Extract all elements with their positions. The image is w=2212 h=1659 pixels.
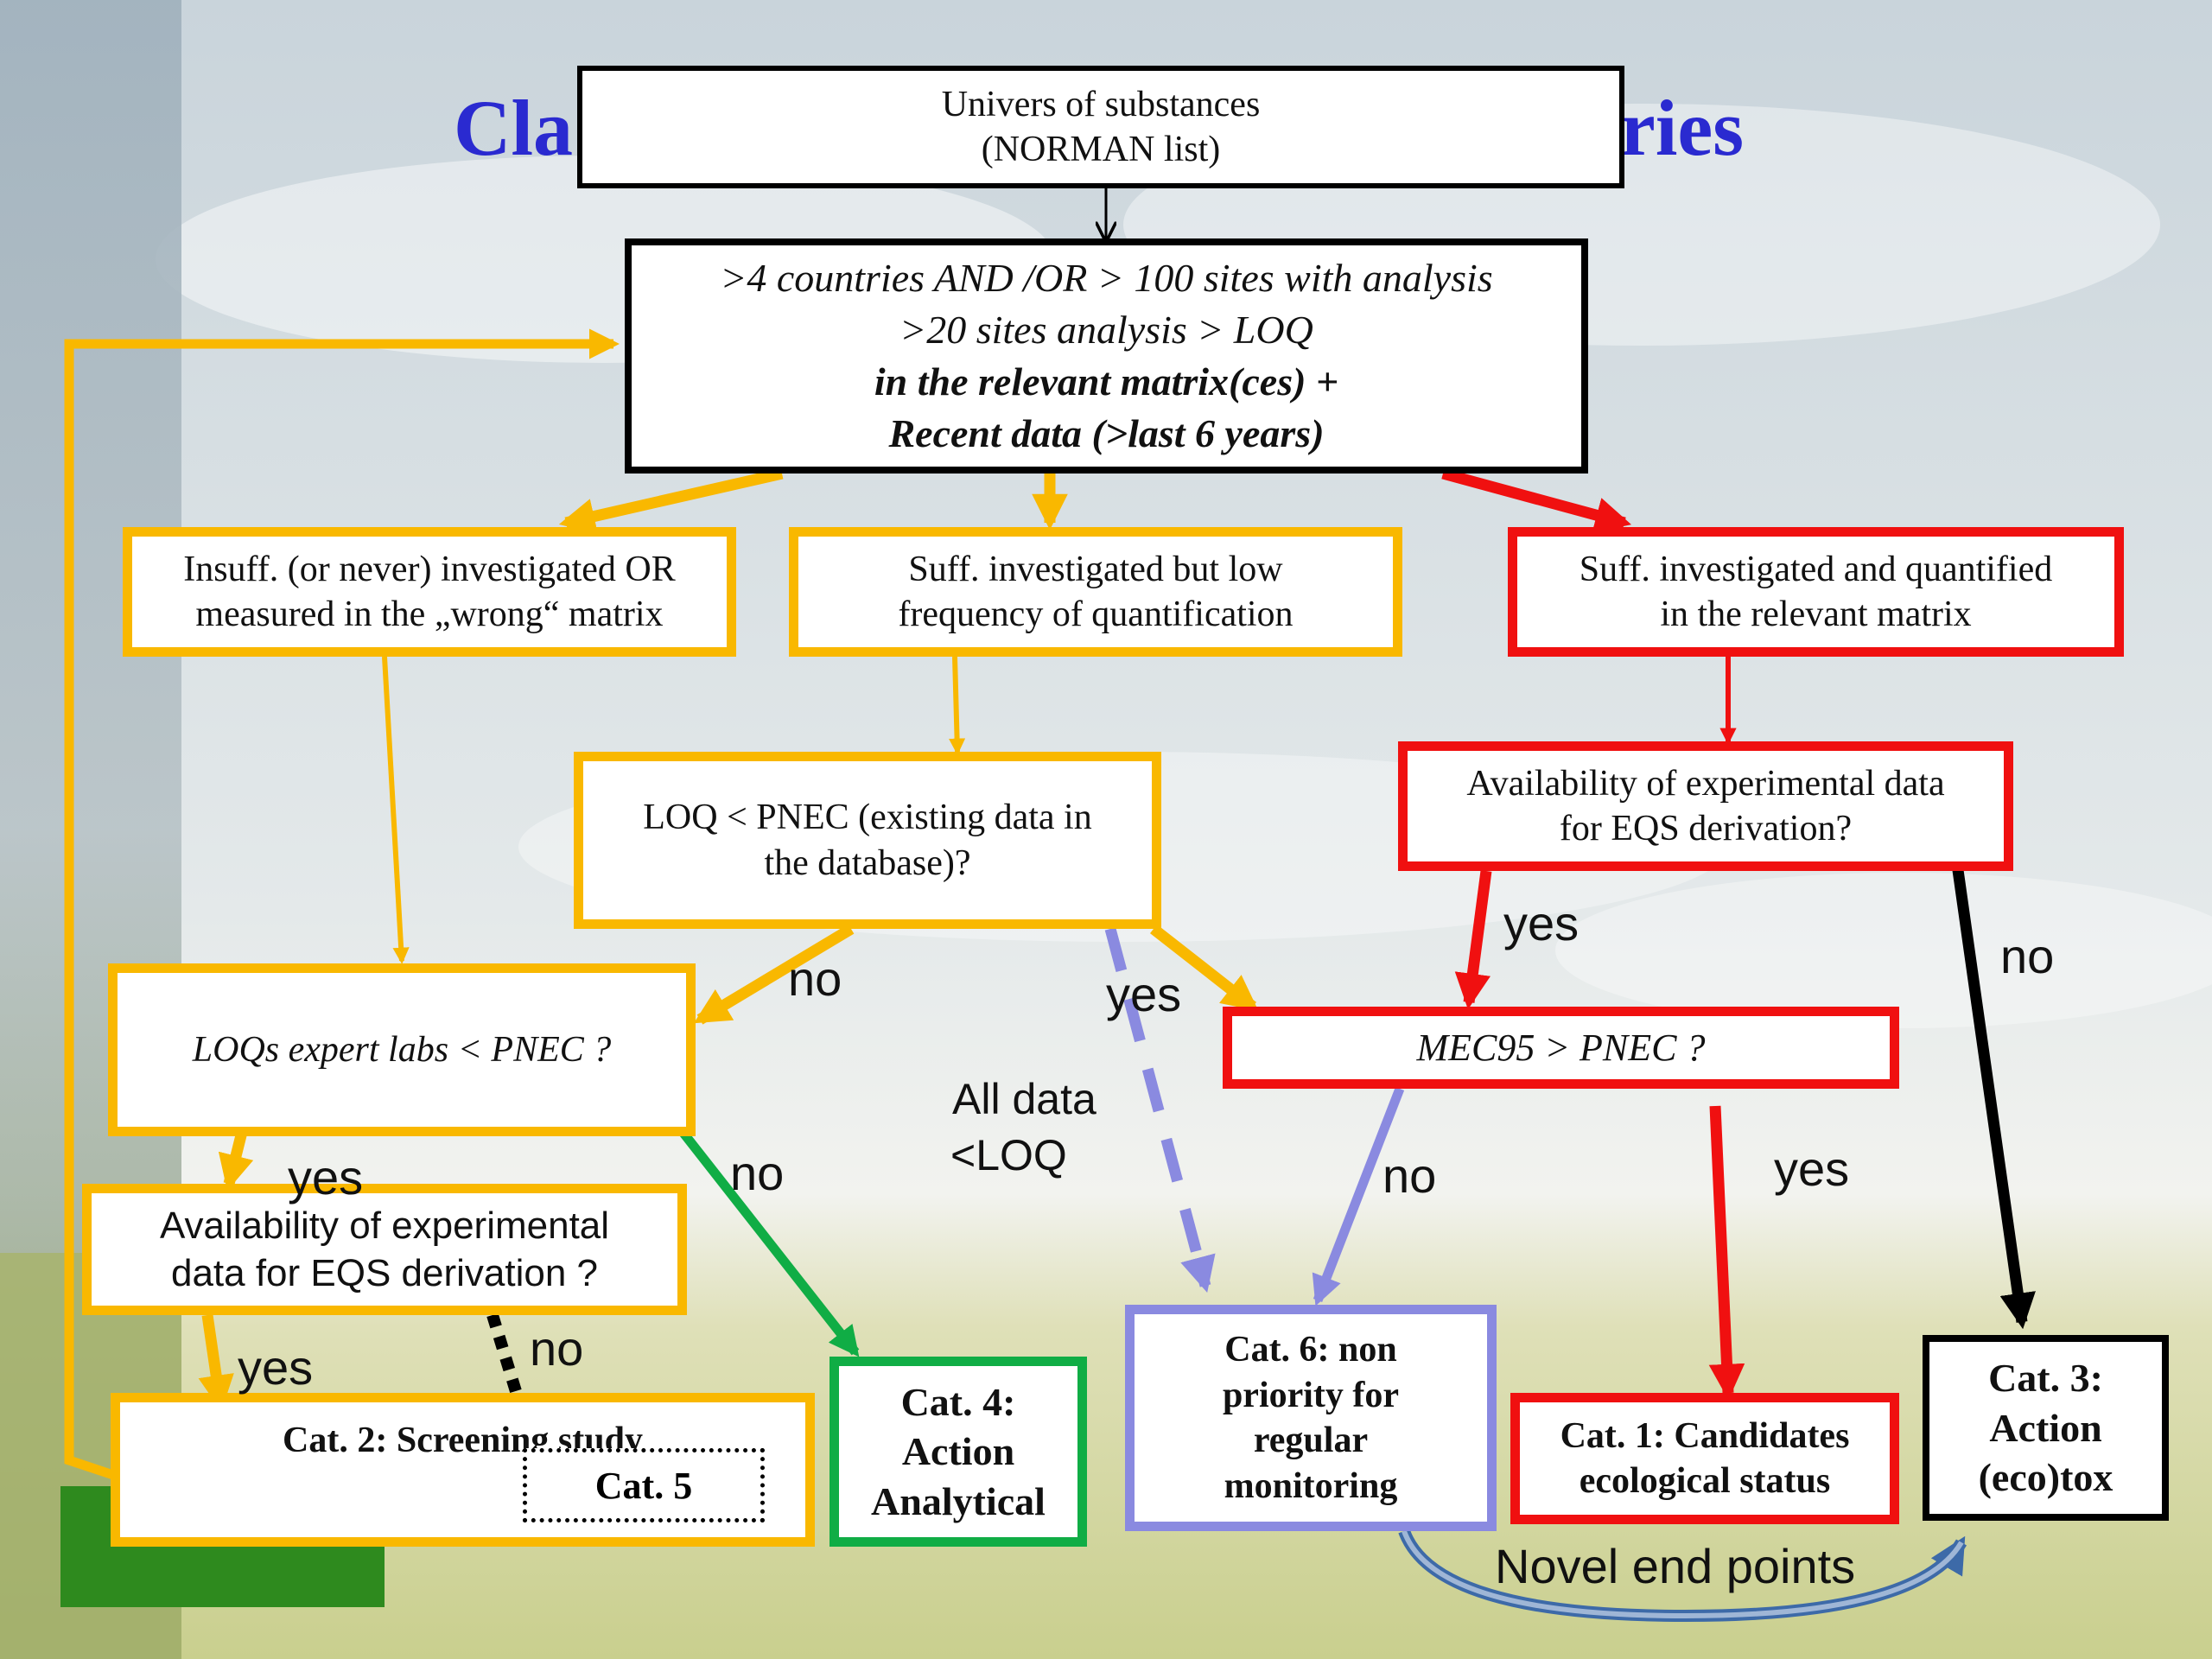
avail-right-line-1: Availability of experimental data [1466, 763, 1945, 804]
suff-low-line-2: frequency of quantification [898, 594, 1294, 634]
label-yes-avail-left: yes [238, 1340, 314, 1395]
slide-title-right: ries [1620, 84, 1745, 172]
insuff-node: Insuff. (or never) investigated OR measu… [123, 527, 736, 657]
label-yes-loq: yes [1106, 967, 1182, 1021]
label-yes-mec: yes [1774, 1141, 1850, 1196]
insuff-line-1: Insuff. (or never) investigated OR [183, 549, 676, 589]
avail-left-line-1: Availability of experimental [159, 1205, 610, 1247]
cat3-line-2: Action [1989, 1405, 2102, 1450]
label-all-data-line-2: <LOQ [950, 1131, 1067, 1179]
criteria-line-2: >20 sites analysis > LOQ [899, 308, 1313, 353]
cat1-line-2: ecological status [1579, 1461, 1831, 1501]
label-no-loq: no [788, 951, 842, 1006]
suff-quant-line-1: Suff. investigated and quantified [1579, 549, 2053, 589]
suff-low-line-1: Suff. investigated but low [908, 549, 1283, 589]
avail-left-line-2: data for EQS derivation ? [170, 1252, 599, 1294]
criteria-line-3: in the relevant matrix(ces) + [874, 359, 1339, 404]
cat4-line-1: Cat. 4: [900, 1379, 1016, 1424]
cat4-line-2: Action [901, 1429, 1015, 1474]
label-yes-loqs: yes [288, 1150, 364, 1205]
slide-title-left: Cla [454, 84, 573, 172]
loqs-expert-node: LOQs expert labs < PNEC ? [108, 963, 696, 1136]
avail-right-line-2: for EQS derivation? [1559, 809, 1853, 849]
suff-quant-line-2: in the relevant matrix [1660, 594, 1972, 634]
label-all-data-line-1: All data [952, 1075, 1096, 1123]
univers-line-2: (NORMAN list) [981, 130, 1221, 169]
label-no-mec: no [1382, 1148, 1437, 1203]
cat6-node: Cat. 6: non priority for regular monitor… [1125, 1305, 1497, 1531]
univers-node: Univers of substances (NORMAN list) [577, 66, 1624, 188]
criteria-line-4: Recent data (>last 6 years) [888, 410, 1325, 455]
cat6-line-1: Cat. 6: non [1224, 1330, 1397, 1370]
cat5-node: Cat. 5 [523, 1448, 765, 1522]
mec95-node: MEC95 > PNEC ? [1223, 1007, 1899, 1089]
suff-low-node: Suff. investigated but low frequency of … [789, 527, 1402, 657]
suff-quant-node: Suff. investigated and quantified in the… [1508, 527, 2124, 657]
insuff-line-2: measured in the „wrong“ matrix [195, 594, 664, 634]
loq-pnec-line-2: the database)? [764, 842, 971, 883]
cat4-line-3: Analytical [871, 1478, 1046, 1523]
cat3-line-3: (eco)tox [1978, 1455, 2113, 1500]
cat6-line-2: priority for [1222, 1375, 1400, 1415]
cat1-node: Cat. 1: Candidates ecological status [1510, 1393, 1899, 1524]
cat1-line-1: Cat. 1: Candidates [1560, 1415, 1850, 1456]
label-novel-end-points: Novel end points [1495, 1539, 1856, 1593]
label-no-loqs: no [730, 1146, 785, 1200]
avail-left-node: Availability of experimental data for EQ… [82, 1184, 687, 1315]
loq-pnec-line-1: LOQ < PNEC (existing data in [643, 798, 1092, 837]
loq-pnec-node: LOQ < PNEC (existing data in the databas… [574, 752, 1161, 929]
cat6-line-3: regular [1253, 1421, 1369, 1460]
loqs-expert-text: LOQs expert labs < PNEC ? [192, 1029, 612, 1070]
criteria-line-1: >4 countries AND /OR > 100 sites with an… [720, 256, 1493, 301]
mec95-text: MEC95 > PNEC ? [1416, 1027, 1706, 1069]
label-no-avail-left: no [530, 1321, 584, 1376]
label-yes-avail-right: yes [1503, 896, 1580, 950]
cat3-node: Cat. 3: Action (eco)tox [1923, 1335, 2169, 1521]
label-no-avail-right: no [2000, 929, 2055, 983]
cat4-node: Cat. 4: Action Analytical [830, 1357, 1087, 1547]
cat5-text: Cat. 5 [594, 1464, 693, 1507]
univers-line-1: Univers of substances [941, 84, 1261, 124]
cat6-line-4: monitoring [1224, 1465, 1398, 1506]
criteria-node: >4 countries AND /OR > 100 sites with an… [625, 238, 1588, 474]
cat3-line-1: Cat. 3: [1988, 1356, 2103, 1401]
avail-right-node: Availability of experimental data for EQ… [1398, 741, 2013, 871]
